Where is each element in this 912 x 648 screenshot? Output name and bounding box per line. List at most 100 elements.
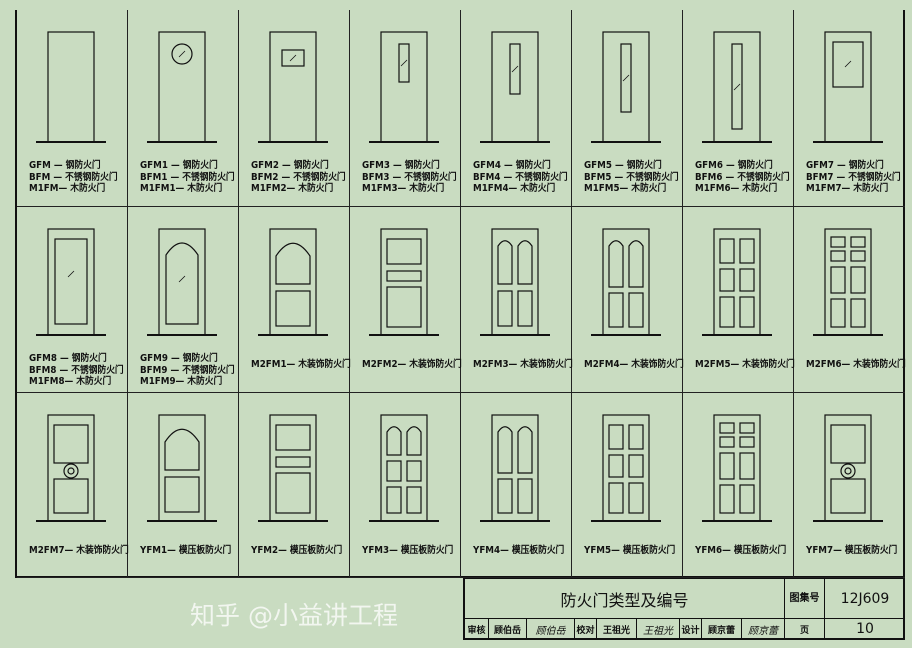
door-code-line: M1FM3— 木防火门: [362, 183, 445, 194]
door-type-label: M2FM7— 木装饰防火门: [29, 545, 129, 557]
door-code-line: GFM9 — 钢防火门: [140, 353, 218, 364]
door-elevation-three-panel: [369, 228, 439, 336]
door-type-label: YFM3— 模压板防火门: [362, 545, 453, 557]
door-type-label: M2FM5— 木装饰防火门: [695, 359, 795, 371]
designer-signature: 顾京蕾: [742, 619, 785, 639]
door-type-cell: M2FM5— 木装饰防火门: [683, 207, 795, 393]
door-code-line: M1FM6— 木防火门: [695, 183, 778, 194]
door-code-line: YFM7— 模压板防火门: [806, 545, 898, 556]
door-code-line: BFM — 不锈钢防火门: [29, 171, 118, 183]
door-elevation-three-panel: [258, 414, 328, 522]
door-code-line: GFM4 — 钢防火门: [473, 160, 551, 171]
door-code-line: BFM4 — 不锈钢防火门: [473, 171, 568, 183]
door-code-line: M2FM6— 木装饰防火门: [806, 359, 906, 370]
door-elevation-eight-panel: [702, 414, 772, 522]
door-type-label: YFM6— 模压板防火门: [695, 545, 786, 557]
door-type-cell: YFM6— 模压板防火门: [683, 393, 794, 578]
door-code-line: GFM3 — 钢防火门: [362, 160, 440, 171]
title-block: 防火门类型及编号 图集号 12J609 审核 顾伯岳 顾伯岳 校对 王祖光 王祖…: [463, 578, 905, 640]
door-code-line: M1FM8— 木防火门: [29, 376, 112, 387]
door-type-cell: YFM5— 模压板防火门: [572, 393, 683, 578]
door-code-line: YFM5— 模压板防火门: [584, 545, 676, 556]
designer-name: 顾京蕾: [702, 619, 742, 639]
door-type-cell: YFM2— 模压板防火门: [239, 393, 350, 578]
page-number: 10: [856, 621, 874, 637]
reviewer-signature: 顾伯岳: [527, 619, 575, 639]
door-type-cell: YFM4— 模压板防火门: [461, 393, 572, 578]
door-elevation-square-window: [258, 31, 328, 143]
door-code-line: BFM8 — 不锈钢防火门: [29, 364, 124, 376]
door-type-cell: M2FM3— 木装饰防火门: [461, 207, 573, 393]
door-code-line: GFM6 — 钢防火门: [695, 160, 773, 171]
door-code-line: GFM7 — 钢防火门: [806, 160, 884, 171]
door-type-cell: YFM7— 模压板防火门: [794, 393, 905, 578]
door-elevation-tall-window: [36, 228, 106, 336]
door-code-line: GFM1 — 钢防火门: [140, 160, 218, 171]
door-elevation-slot-long: [591, 31, 661, 143]
page-label: 页: [785, 619, 825, 639]
door-code-line: M2FM3— 木装饰防火门: [473, 359, 573, 370]
signature-row: 审核 顾伯岳 顾伯岳 校对 王祖光 王祖光 设计 顾京蕾 顾京蕾 页 10: [465, 619, 905, 639]
door-type-cell: M2FM7— 木装饰防火门: [17, 393, 129, 578]
door-code-line: M2FM7— 木装饰防火门: [29, 545, 129, 556]
door-type-label: YFM7— 模压板防火门: [806, 545, 897, 557]
door-type-label: M2FM2— 木装饰防火门: [362, 359, 462, 371]
door-code-line: BFM3 — 不锈钢防火门: [362, 171, 457, 183]
checker-name: 王祖光: [597, 619, 637, 639]
door-code-line: GFM8 — 钢防火门: [29, 353, 107, 364]
door-type-label: M2FM4— 木装饰防火门: [584, 359, 684, 371]
door-elevation-eight-panel: [813, 228, 883, 336]
door-type-cell: M2FM4— 木装饰防火门: [572, 207, 684, 393]
door-elevation-slot-medium: [480, 31, 550, 143]
door-code-line: GFM — 钢防火门: [29, 160, 101, 171]
door-code-line: M1FM1— 木防火门: [140, 183, 223, 194]
door-code-line: GFM5 — 钢防火门: [584, 160, 662, 171]
door-elevation-slot-full: [702, 31, 772, 143]
door-type-label: YFM2— 模压板防火门: [251, 545, 342, 557]
door-elevation-four-panel-round: [480, 414, 550, 522]
door-code-line: BFM6 — 不锈钢防火门: [695, 171, 790, 183]
door-code-line: M2FM2— 木装饰防火门: [362, 359, 462, 370]
door-elevation-two-panel-arch: [258, 228, 328, 336]
door-type-cell: M2FM6— 木装饰防火门: [794, 207, 906, 393]
atlas-number: 12J609: [825, 579, 905, 619]
door-code-line: BFM2 — 不锈钢防火门: [251, 171, 346, 183]
door-code-line: YFM1— 模压板防火门: [140, 545, 232, 556]
design-label: 设计: [680, 619, 702, 639]
door-type-label: YFM4— 模压板防火门: [473, 545, 564, 557]
door-elevation-six-panel: [591, 414, 661, 522]
door-code-line: BFM9 — 不锈钢防火门: [140, 364, 235, 376]
door-code-line: M1FM4— 木防火门: [473, 183, 556, 194]
door-type-label: M2FM1— 木装饰防火门: [251, 359, 351, 371]
door-code-line: YFM6— 模压板防火门: [695, 545, 787, 556]
door-elevation-large-window: [813, 31, 883, 143]
door-code-line: BFM5 — 不锈钢防火门: [584, 171, 679, 183]
door-code-line: BFM1 — 不锈钢防火门: [140, 171, 235, 183]
door-code-line: M2FM1— 木装饰防火门: [251, 359, 351, 370]
door-code-line: YFM3— 模压板防火门: [362, 545, 454, 556]
door-type-cell: YFM3— 模压板防火门: [350, 393, 461, 578]
door-elevation-four-panel-round: [591, 228, 661, 336]
door-type-cell: M2FM1— 木装饰防火门: [239, 207, 351, 393]
door-code-line: YFM4— 模压板防火门: [473, 545, 565, 556]
door-code-line: M1FM— 木防火门: [29, 183, 106, 194]
door-elevation-medallion: [813, 414, 883, 522]
door-elevation-four-panel-arch: [480, 228, 550, 336]
door-type-cell: M2FM2— 木装饰防火门: [350, 207, 462, 393]
